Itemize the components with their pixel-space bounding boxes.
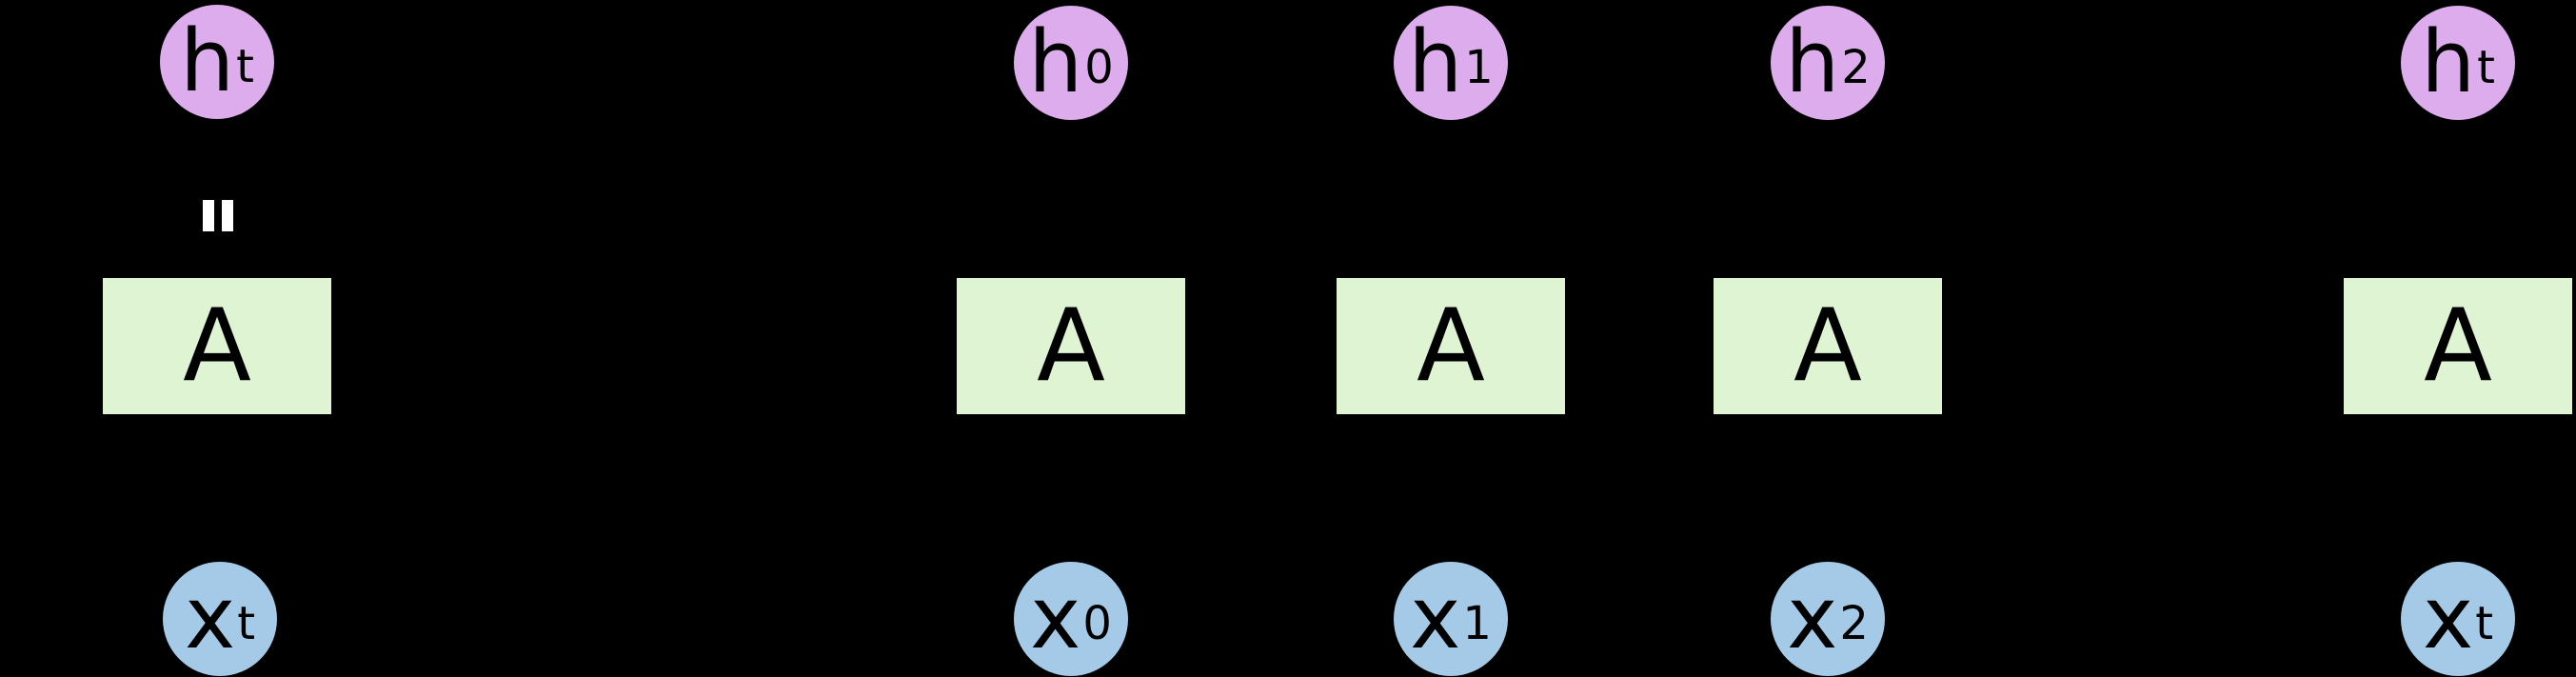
rnn-cell-box-t: A bbox=[2344, 278, 2572, 414]
rnn-cell-label: A bbox=[2424, 288, 2492, 404]
hidden-state-subscript: 2 bbox=[1841, 40, 1871, 94]
rotated-equals-icon bbox=[203, 200, 233, 231]
hidden-state-subscript: t bbox=[236, 39, 254, 93]
rnn-cell-box-single: A bbox=[103, 278, 331, 414]
rnn-cell-box-1: A bbox=[1337, 278, 1565, 414]
rnn-cell-label: A bbox=[1037, 288, 1105, 404]
rnn-cell-box-2: A bbox=[1714, 278, 1942, 414]
hidden-state-subscript: t bbox=[2477, 40, 2495, 94]
input-subscript: 1 bbox=[1462, 596, 1492, 650]
hidden-state-label: h bbox=[2421, 12, 2476, 112]
input-label: x bbox=[184, 568, 236, 668]
hidden-state-label: h bbox=[1028, 12, 1083, 112]
equals-bar-right bbox=[222, 200, 233, 231]
hidden-state-subscript: 0 bbox=[1084, 40, 1114, 94]
input-label: x bbox=[2422, 568, 2474, 668]
hidden-state-label: h bbox=[1785, 12, 1840, 112]
input-subscript: 2 bbox=[1839, 596, 1869, 650]
input-subscript: 0 bbox=[1082, 596, 1112, 650]
hidden-state-label: h bbox=[180, 11, 235, 111]
input-label: x bbox=[1030, 568, 1081, 668]
rnn-cell-box-0: A bbox=[957, 278, 1185, 414]
equals-bar-left bbox=[203, 200, 214, 231]
hidden-state-subscript: 1 bbox=[1464, 40, 1494, 94]
input-label: x bbox=[1410, 568, 1461, 668]
input-subscript: t bbox=[237, 596, 256, 650]
rnn-cell-label: A bbox=[1793, 288, 1862, 404]
rnn-cell-label: A bbox=[183, 288, 251, 404]
input-subscript: t bbox=[2475, 596, 2494, 650]
input-label: x bbox=[1787, 568, 1838, 668]
hidden-state-label: h bbox=[1408, 12, 1463, 112]
rnn-cell-label: A bbox=[1417, 288, 1485, 404]
